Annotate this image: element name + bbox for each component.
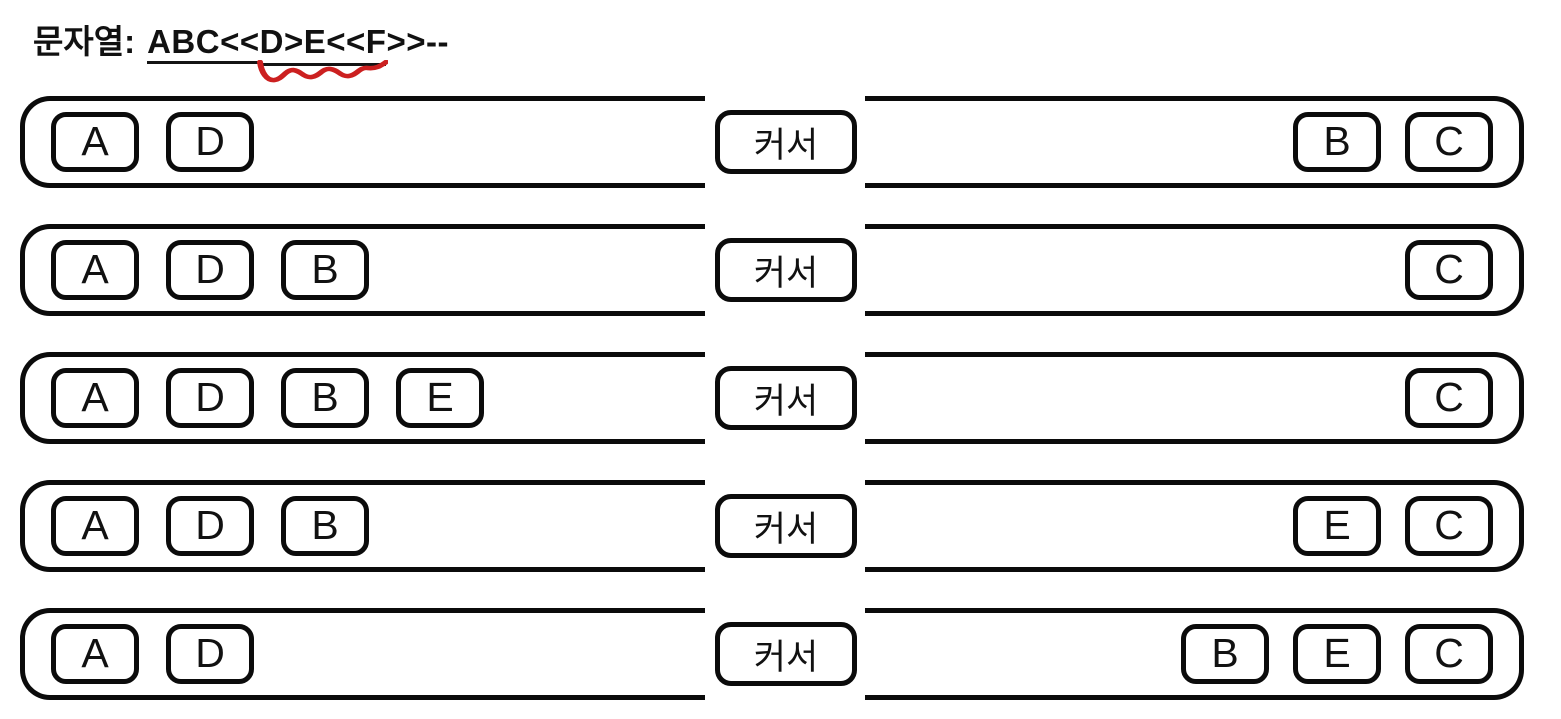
left-stack: A D B: [20, 480, 705, 572]
string-caption-label: 문자열:: [33, 23, 136, 60]
cursor-box: 커서: [715, 622, 857, 686]
cursor-box: 커서: [715, 238, 857, 302]
char-box: B: [1181, 624, 1269, 684]
char-box: C: [1405, 240, 1493, 300]
char-box: D: [166, 496, 254, 556]
char-box: E: [396, 368, 484, 428]
char-box: B: [1293, 112, 1381, 172]
char-box: B: [281, 240, 369, 300]
cursor-box: 커서: [715, 366, 857, 430]
char-box: D: [166, 240, 254, 300]
editor-state-row-5: A D 커서 B E C: [0, 608, 1561, 700]
char-box: C: [1405, 112, 1493, 172]
char-box: D: [166, 368, 254, 428]
char-box: A: [51, 368, 139, 428]
right-stack: E C: [865, 480, 1524, 572]
char-box: D: [166, 624, 254, 684]
editor-states: A D 커서 B C A D B 커서 C A D: [0, 96, 1561, 719]
editor-state-row-3: A D B E 커서 C: [0, 352, 1561, 444]
char-box: A: [51, 240, 139, 300]
left-stack: A D B: [20, 224, 705, 316]
char-box: D: [166, 112, 254, 172]
char-box: A: [51, 112, 139, 172]
char-box: A: [51, 496, 139, 556]
cursor-box: 커서: [715, 494, 857, 558]
char-box: B: [281, 368, 369, 428]
red-squiggle-annotation: [256, 59, 389, 82]
char-box: E: [1293, 496, 1381, 556]
char-box: A: [51, 624, 139, 684]
string-underlined-segment: ABC<<: [147, 23, 260, 64]
left-stack: A D B E: [20, 352, 705, 444]
string-squiggled-text: D>E<<F: [259, 23, 387, 60]
right-stack: B E C: [865, 608, 1524, 700]
string-header: 문자열: ABC<<D>E<<F >>--: [33, 22, 449, 82]
cursor-box: 커서: [715, 110, 857, 174]
char-box: C: [1405, 624, 1493, 684]
editor-state-row-4: A D B 커서 E C: [0, 480, 1561, 572]
right-stack: C: [865, 224, 1524, 316]
editor-state-row-2: A D B 커서 C: [0, 224, 1561, 316]
left-stack: A D: [20, 608, 705, 700]
char-box: E: [1293, 624, 1381, 684]
char-box: B: [281, 496, 369, 556]
left-stack: A D: [20, 96, 705, 188]
char-box: C: [1405, 496, 1493, 556]
editor-state-row-1: A D 커서 B C: [0, 96, 1561, 188]
right-stack: C: [865, 352, 1524, 444]
string-plain-segment: >>--: [386, 23, 449, 60]
right-stack: B C: [865, 96, 1524, 188]
char-box: C: [1405, 368, 1493, 428]
string-squiggled-segment: D>E<<F: [256, 22, 389, 82]
